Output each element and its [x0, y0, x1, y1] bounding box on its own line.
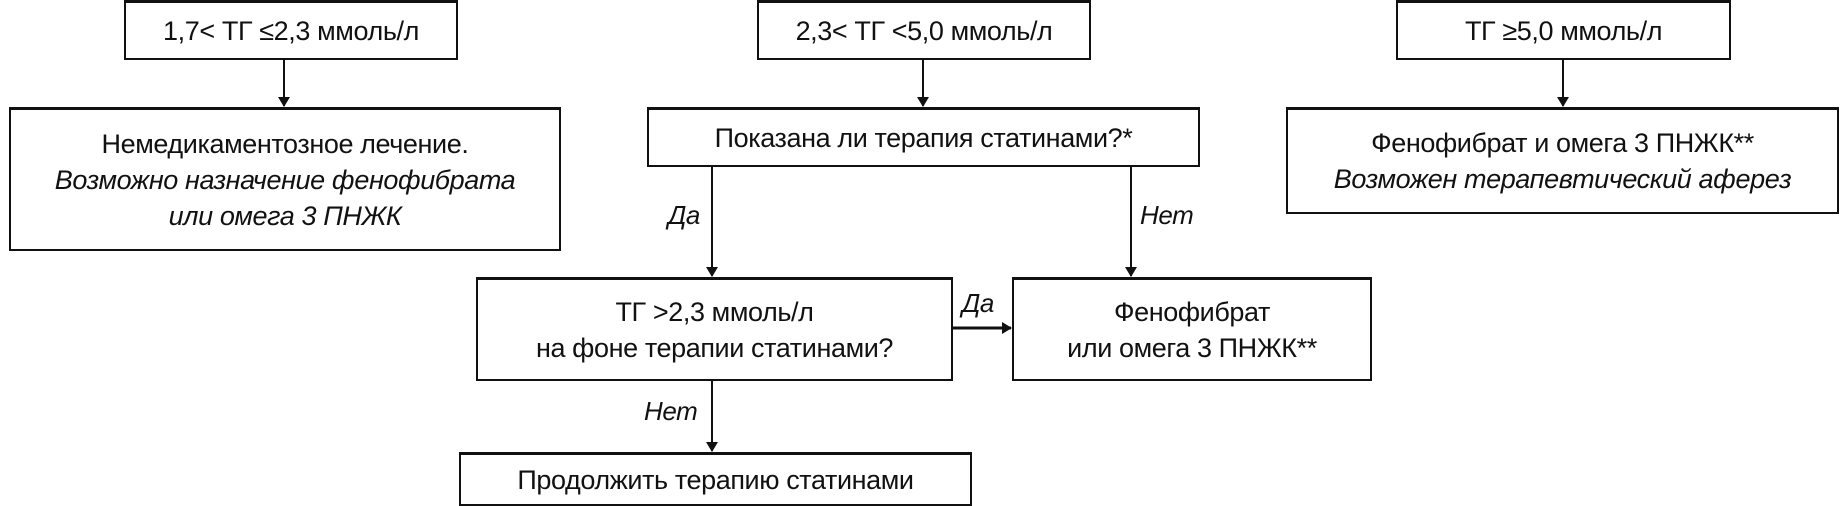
statin-tg-question-1: ТГ >2,3 ммоль/л [615, 296, 814, 327]
continue-statin-text: Продолжить терапию статинами [517, 464, 914, 495]
label-no-2: Нет [644, 396, 698, 426]
range-box-high: ТГ ≥5,0 ммоль/л [1396, 0, 1731, 60]
statin-indicated-question-box: Показана ли терапия статинами?* [647, 107, 1200, 167]
high-action-box: Фенофибрат и омега 3 ПНЖК** Возможен тер… [1286, 107, 1839, 214]
range-high-text: ТГ ≥5,0 ммоль/л [1464, 15, 1663, 46]
low-action-box: Немедикаментозное лечение. Возможно назн… [9, 107, 561, 251]
statin-indicated-question: Показана ли терапия статинами?* [714, 122, 1133, 153]
continue-statin-box: Продолжить терапию статинами [459, 452, 972, 506]
range-box-low: 1,7< ТГ ≤2,3 ммоль/л [124, 0, 458, 60]
label-yes-1: Да [668, 200, 700, 230]
statin-tg-question-2: на фоне терапии статинами? [535, 332, 894, 363]
label-no-1: Нет [1140, 200, 1194, 230]
high-action-title: Фенофибрат и омега 3 ПНЖК** [1371, 128, 1754, 158]
fibrate-action-box: Фенофибрат или омега 3 ПНЖК** [1012, 277, 1372, 381]
range-box-mid: 2,3< ТГ <5,0 ммоль/л [757, 0, 1091, 60]
low-action-title: Немедикаментозное лечение. [101, 128, 469, 159]
fibrate-action-2: или омега 3 ПНЖК** [1067, 332, 1317, 363]
range-mid-text: 2,3< ТГ <5,0 ммоль/л [795, 15, 1053, 46]
statin-tg-question-box: ТГ >2,3 ммоль/л на фоне терапии статинам… [476, 277, 953, 381]
range-low-text: 1,7< ТГ ≤2,3 ммоль/л [163, 15, 419, 46]
label-yes-2: Да [962, 288, 994, 318]
low-action-note-1: Возможно назначение фенофибрата [54, 164, 516, 195]
high-action-note: Возможен терапевтический аферез [1333, 164, 1792, 194]
low-action-note-2: или омега 3 ПНЖК [168, 200, 402, 231]
fibrate-action-1: Фенофибрат [1113, 296, 1271, 327]
